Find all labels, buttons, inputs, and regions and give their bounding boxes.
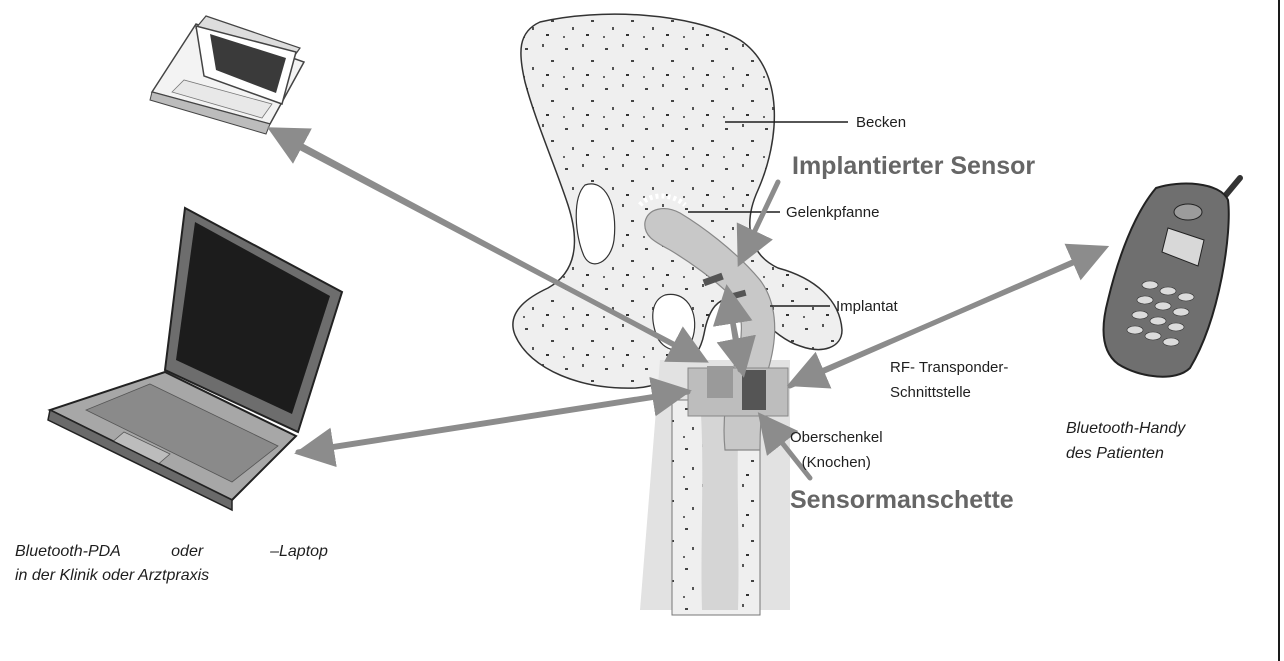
label-handy-line1: Bluetooth-Handy (1066, 416, 1185, 441)
label-pda-line2: in der Klinik oder Arztpraxis (15, 564, 328, 588)
label-sensormanschette: Sensormanschette (790, 486, 1014, 515)
label-rf-line1: RF- Transponder- (890, 355, 1008, 380)
frame-border-right (1278, 0, 1280, 661)
label-pda-word1: Bluetooth-PDA (15, 543, 120, 560)
sensor-cuff (688, 368, 788, 416)
mobile-phone-icon (1103, 178, 1240, 377)
label-pda-line1: Bluetooth-PDA oder –Laptop (15, 540, 328, 564)
laptop-icon (48, 208, 342, 510)
label-pda-word2: oder (171, 543, 203, 560)
label-becken: Becken (856, 114, 906, 131)
label-bluetooth-pda: Bluetooth-PDA oder –Laptop in der Klinik… (15, 540, 328, 588)
label-oberschenkel-line2: (Knochen) (790, 450, 883, 475)
label-pda-word3: –Laptop (270, 543, 328, 560)
label-handy-line2: des Patienten (1066, 441, 1185, 466)
label-implantat: Implantat (836, 298, 898, 315)
label-oberschenkel: Oberschenkel (Knochen) (790, 425, 883, 475)
label-oberschenkel-line1: Oberschenkel (790, 425, 883, 450)
pda-device-icon (150, 16, 304, 134)
label-bluetooth-handy: Bluetooth-Handy des Patienten (1066, 416, 1185, 466)
label-implantierter-sensor: Implantierter Sensor (792, 152, 1035, 181)
label-rf-line2: Schnittstelle (890, 380, 1008, 405)
label-gelenkpfanne: Gelenkpfanne (786, 204, 879, 221)
label-rf-transponder: RF- Transponder- Schnittstelle (890, 355, 1008, 405)
